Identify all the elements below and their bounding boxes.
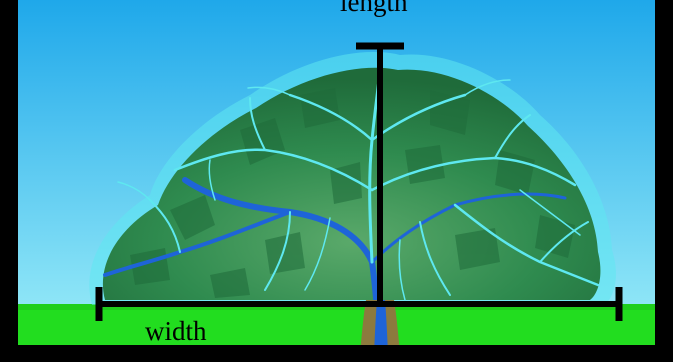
grass (18, 304, 655, 350)
width-label: width (145, 318, 207, 345)
length-label: length (340, 0, 408, 16)
